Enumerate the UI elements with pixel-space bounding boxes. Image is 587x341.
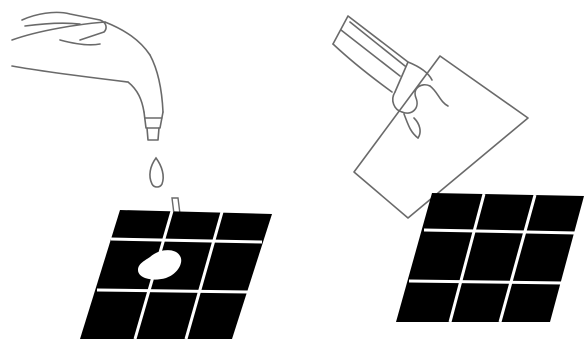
left-panel <box>12 12 272 339</box>
grid-tile-icon-right <box>396 193 584 322</box>
right-panel <box>333 16 584 322</box>
grid-tile-icon <box>80 210 272 339</box>
tap-icon <box>12 12 163 140</box>
drop-icon <box>150 158 180 214</box>
